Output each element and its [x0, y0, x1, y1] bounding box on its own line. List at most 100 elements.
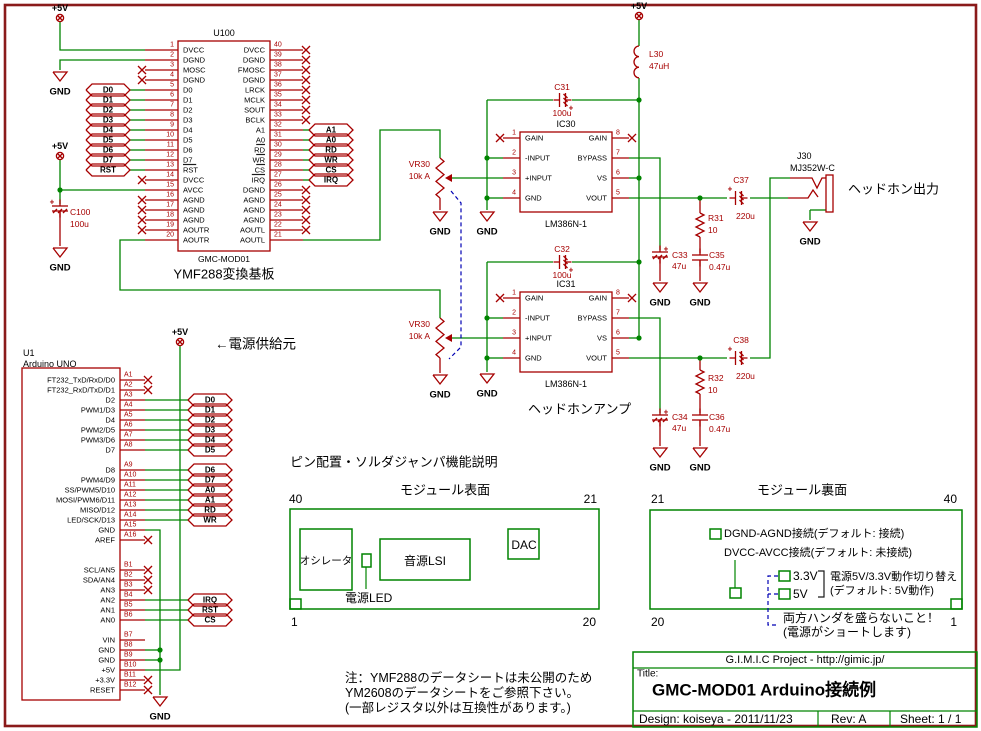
pin-number: 15 [166, 182, 174, 189]
pin-name: D7 [183, 156, 193, 165]
pin-number: 2 [512, 150, 516, 157]
pin-name: AGND [243, 216, 265, 225]
gnd-label: GND [476, 227, 497, 238]
gnd-icon [652, 282, 669, 294]
pin-corner-number: 40 [289, 492, 303, 506]
label: 10k A [409, 331, 431, 341]
label: R31 [708, 213, 724, 223]
pin-number: 39 [274, 52, 282, 59]
label: D0 [205, 396, 216, 405]
pin-number: 6 [616, 330, 620, 337]
pin-number: 3 [512, 170, 516, 177]
pin-name: D8 [105, 466, 115, 475]
annotations: ←電源供給元ヘッドホン出力ヘッドホンアンプピン配置・ソルダジャンパ機能説明注：Y… [215, 182, 939, 716]
pot-wiper-arrow [445, 334, 452, 342]
hex-net-label [308, 163, 354, 177]
pin-name: VOUT [586, 354, 607, 363]
label: D3 [103, 116, 114, 125]
wire [145, 346, 181, 671]
p5v-icon [55, 151, 65, 161]
pin-number: 20 [166, 232, 174, 239]
label: A0 [205, 486, 216, 495]
pin-number: A11 [124, 482, 136, 489]
label: ピン配置・ソルダジャンパ機能説明 [290, 455, 498, 470]
hex-net-label [85, 83, 131, 97]
label: WR [324, 156, 338, 165]
pin-name: AN3 [100, 586, 115, 595]
no-connect-x [301, 195, 311, 205]
p5v-icon [636, 13, 642, 19]
label: D2 [205, 416, 216, 425]
no-connect-x [137, 205, 147, 215]
no-connect-x [301, 185, 311, 195]
gnd-icon [802, 221, 819, 233]
pin-name: MISO/D12 [80, 506, 115, 515]
junction-dot [57, 187, 63, 193]
label: C32 [554, 244, 570, 254]
pin-number: A3 [124, 392, 133, 399]
pin-number: 2 [512, 310, 516, 317]
capacitor [563, 93, 568, 99]
chip-ref: U1 [23, 348, 35, 358]
pin-name: BYPASS [578, 154, 607, 163]
pin-number: 4 [170, 72, 174, 79]
hex-net-label [187, 483, 233, 497]
jack-ring-contact [788, 188, 819, 199]
p5v-label: +5V [52, 141, 68, 151]
no-connect-x [301, 95, 311, 105]
pin-number: B4 [124, 592, 133, 599]
pin-name: FT232_TxD/RxD/D0 [47, 376, 115, 385]
junction-dot [636, 97, 642, 103]
no-connect-x [143, 585, 153, 595]
label: WR [203, 516, 217, 525]
pin-number: B11 [124, 672, 136, 679]
title-block-border [632, 651, 978, 728]
hex-net-label [85, 143, 131, 157]
pin-corner-number: 1 [291, 615, 298, 629]
label: C34 [672, 412, 688, 422]
pin-number: 1 [512, 290, 516, 297]
chip-ref: U100 [213, 28, 235, 38]
capacitor [739, 359, 744, 365]
capacitor [739, 195, 744, 201]
pin-name: BCLK [245, 116, 265, 125]
pin-number: 8 [170, 112, 174, 119]
hex-net-label [85, 153, 131, 167]
wire [303, 129, 441, 241]
label: C38 [733, 335, 749, 345]
pin-number: 4 [512, 350, 516, 357]
pin-name: -INPUT [525, 154, 550, 163]
dac-box [507, 528, 540, 560]
hex-net-label [85, 123, 131, 137]
gnd-label: GND [689, 298, 710, 309]
pin-name: D5 [183, 136, 193, 145]
pin-name: IRQ [252, 176, 266, 185]
chip-caption: YMF288変換基板 [173, 267, 274, 282]
label: D2 [103, 106, 114, 115]
pot-wiper-arrow [445, 174, 452, 182]
pin-number: 21 [274, 232, 282, 239]
chip-ref: IC30 [556, 119, 575, 129]
capacitor [662, 254, 668, 260]
no-connect-x [137, 75, 147, 85]
label: L30 [649, 49, 663, 59]
pin-name: +INPUT [525, 174, 552, 183]
chip-body [21, 367, 121, 701]
pin-number: 29 [274, 152, 282, 159]
label: 10 [708, 385, 718, 395]
label: RST [100, 166, 116, 175]
gnd-label: GND [689, 463, 710, 474]
chip-body [519, 291, 613, 373]
pin-name: VIN [102, 636, 115, 645]
jack-body [825, 174, 834, 213]
no-connect-x [143, 375, 153, 385]
pin-name: GAIN [525, 294, 543, 303]
polarity-plus: + [664, 408, 669, 417]
p5v-icon [55, 13, 65, 23]
label: 音源LSI [404, 553, 446, 568]
pin-number: 30 [274, 142, 282, 149]
label: C100 [70, 207, 91, 217]
